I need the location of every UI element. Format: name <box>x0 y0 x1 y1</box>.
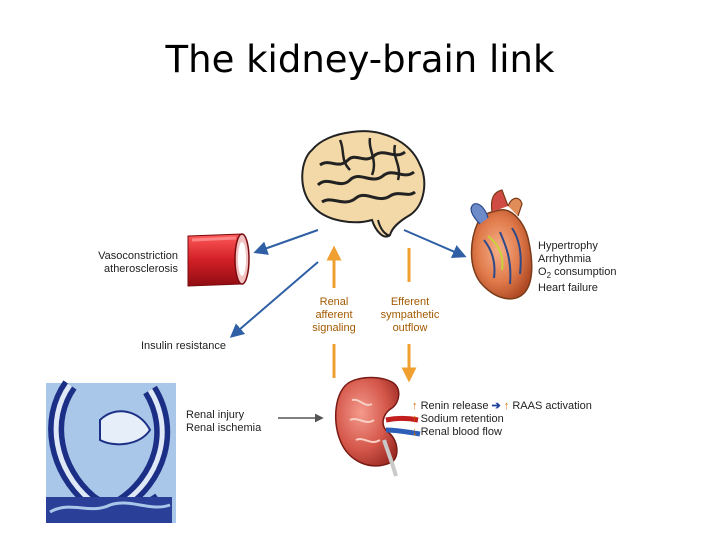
renal-afferent-label: Renal afferent signaling <box>298 296 370 335</box>
sodium-retention-label: Sodium retention <box>420 413 504 425</box>
blood-vessel-icon <box>187 233 250 287</box>
down-arrow-icon: ↓ <box>412 426 418 438</box>
ribbon-logo-icon <box>46 380 176 523</box>
renal-afferent-line1: Renal <box>319 296 349 308</box>
heart-failure-label: Heart failure <box>538 282 598 295</box>
o2-consumption-label: O2 consumption <box>538 266 617 281</box>
slide-title: The kidney-brain link <box>165 38 555 81</box>
renal-blood-flow-row: ↓ Renal blood flow <box>412 426 592 439</box>
brain-icon <box>301 130 426 238</box>
sodium-retention-row: ↑ Sodium retention <box>412 413 592 426</box>
hypertrophy-label: Hypertrophy <box>538 240 598 252</box>
efferent-sympathetic-label: Efferent sympathetic outflow <box>368 296 452 335</box>
efferent-line2: sympathetic <box>380 309 440 321</box>
efferent-line1: Efferent <box>390 296 430 308</box>
vasoconstriction-label: Vasoconstriction <box>98 250 178 262</box>
up-arrow-icon: ↑ <box>412 413 418 425</box>
renal-injury-labels: Renal injury Renal ischemia <box>186 409 261 435</box>
arrow-brain-to-heart <box>403 229 467 258</box>
renal-afferent-line3: signaling <box>312 322 356 334</box>
up-arrow-icon: ↑ <box>503 400 510 412</box>
renal-afferent-line2: afferent <box>315 309 353 321</box>
atherosclerosis-label: atherosclerosis <box>104 263 178 275</box>
arrow-brain-to-vessel <box>253 229 319 255</box>
arrow-brain-to-insulin <box>229 261 319 338</box>
renal-injury-label: Renal injury <box>186 409 245 421</box>
renal-blood-flow-label: Renal blood flow <box>420 426 502 438</box>
raas-activation-label: RAAS activation <box>512 400 592 412</box>
right-arrow-icon: ➔ <box>491 400 501 412</box>
renin-raas-row: ↑ Renin release ➔ ↑ RAAS activation <box>412 400 592 413</box>
efferent-line3: outflow <box>392 322 428 334</box>
heart-icon <box>470 189 533 300</box>
arrhythmia-label: Arrhythmia <box>538 253 592 265</box>
renal-ischemia-label: Renal ischemia <box>186 422 262 434</box>
kidney-effects-labels: ↑ Renin release ➔ ↑ RAAS activation ↑ So… <box>412 400 592 439</box>
up-arrow-icon: ↑ <box>412 400 418 412</box>
kidney-icon <box>334 376 421 477</box>
renin-release-label: Renin release <box>420 400 489 412</box>
heart-effects-labels: Hypertrophy Arrhythmia O2 consumption He… <box>538 240 616 295</box>
vessel-labels: Vasoconstriction atherosclerosis <box>84 250 178 276</box>
insulin-resistance-label: Insulin resistance <box>141 340 226 352</box>
